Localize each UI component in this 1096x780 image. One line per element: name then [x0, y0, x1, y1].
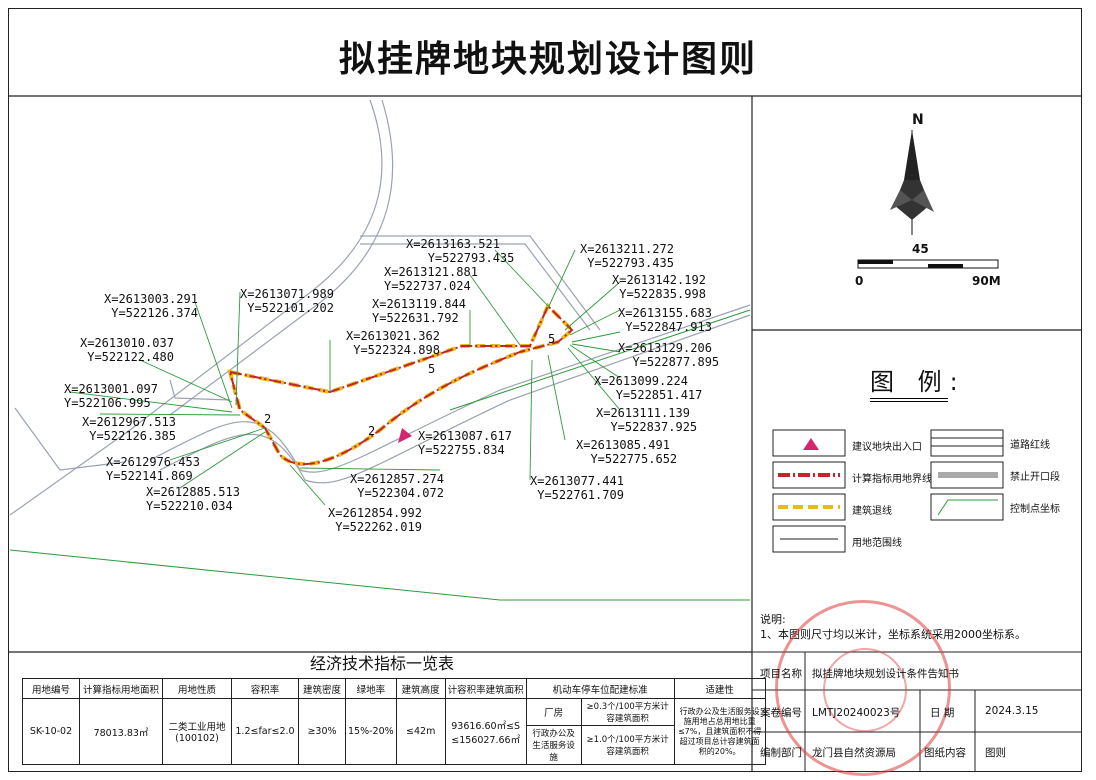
case-number: LMTJ20240023号 [812, 707, 901, 719]
scale-bar [857, 259, 999, 269]
legend-title: 图 例: [870, 368, 966, 396]
drawing-frame [8, 8, 1082, 772]
coord-label: X=2613001.097 Y=522106.995 [64, 382, 158, 410]
coord-label: X=2613119.844 Y=522631.792 [372, 297, 466, 325]
legend-label: 用地范围线 [852, 538, 902, 549]
page-title: 拟挂牌地块规划设计图则 [338, 39, 757, 80]
tech-indicator-table: 用地编号 计算指标用地面积 用地性质 容积率 建筑密度 绿地率 建筑高度 计容积… [22, 678, 766, 765]
table-title: 经济技术指标一览表 [309, 654, 454, 673]
date-label: 日 期 [930, 707, 955, 719]
coord-label: X=2613087.617 Y=522755.834 [418, 429, 512, 457]
coord-label: X=2612857.274 Y=522304.072 [350, 472, 444, 500]
scale-mid: 45 [912, 242, 929, 256]
coord-label: X=2613142.192 Y=522835.998 [612, 273, 706, 301]
site-entrance-marker [398, 428, 412, 443]
legend-label: 建议地块出入口 [852, 442, 922, 453]
coord-label: X=2613155.683 Y=522847.913 [618, 306, 712, 334]
dim-label: 2 [368, 424, 376, 438]
coord-label: X=2613071.989 Y=522101.202 [240, 287, 334, 315]
coord-label: X=2613129.206 Y=522877.895 [618, 341, 720, 369]
compass-rose-icon [890, 130, 934, 235]
scale-end: 90M [972, 274, 1001, 288]
coord-label: X=2613021.362 Y=522324.898 [346, 329, 440, 357]
dept-value: 龙门县自然资源局 [812, 747, 896, 759]
road-lines [9, 99, 751, 516]
legend-label: 建筑退线 [852, 506, 892, 517]
coord-label: X=2613003.291 Y=522126.374 [104, 292, 198, 320]
coord-label: X=2613111.139 Y=522837.925 [596, 406, 698, 434]
coord-label: X=2612976.453 Y=522141.869 [106, 455, 200, 483]
coord-label: X=2613099.224 Y=522851.417 [594, 374, 703, 402]
coord-label: X=2613010.037 Y=522122.480 [80, 336, 174, 364]
coord-label: X=2613211.272 Y=522793.435 [580, 242, 674, 270]
coord-label: X=2612967.513 Y=522126.385 [82, 415, 176, 443]
coord-label: X=2613085.491 Y=522775.652 [576, 438, 678, 466]
coord-label: X=2612854.992 Y=522262.019 [328, 506, 422, 534]
dept-label: 编制部门 [760, 747, 802, 759]
coord-label: X=2612885.513 Y=522210.034 [146, 485, 240, 513]
project-name: 拟挂牌地块规划设计条件告知书 [812, 668, 959, 680]
official-seal [775, 600, 951, 776]
legend-label: 禁止开口段 [1010, 472, 1060, 483]
coord-label: X=2613121.881 Y=522737.024 [384, 265, 478, 293]
coord-label: X=2613077.441 Y=522761.709 [530, 474, 624, 502]
dim-label: 5 [548, 332, 556, 346]
coord-label: X=2613163.521 Y=522793.435 [406, 237, 515, 265]
project-name-label: 项目名称 [760, 668, 802, 680]
legend-label: 道路红线 [1010, 440, 1050, 451]
dim-label: 5 [428, 362, 436, 376]
legend-label: 计算指标用地界线 [852, 474, 932, 485]
legend-label: 控制点坐标 [1010, 504, 1060, 515]
content-value: 图则 [985, 747, 1006, 759]
content-label: 图纸内容 [924, 747, 966, 759]
north-label: N [912, 112, 924, 128]
scale-start: 0 [855, 274, 864, 288]
date-value: 2024.3.15 [985, 705, 1039, 717]
legend-symbols [772, 429, 1004, 553]
case-label: 案卷编号 [760, 707, 802, 719]
dim-label: 2 [264, 412, 272, 426]
